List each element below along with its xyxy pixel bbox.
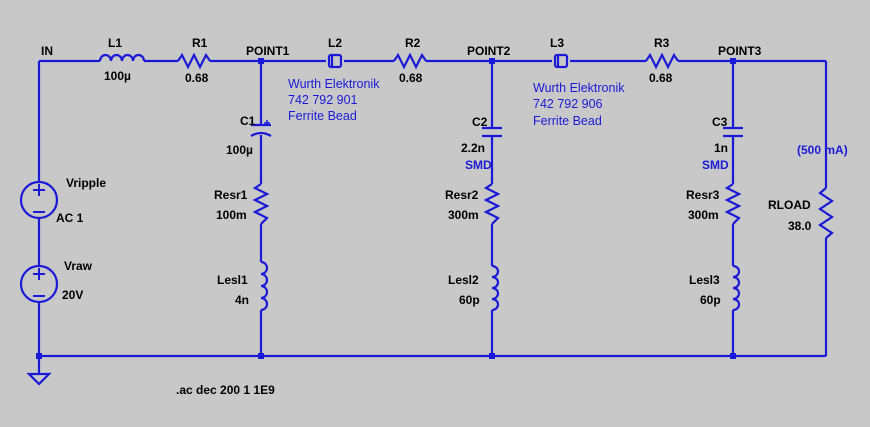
resr2-value: 300m [448, 208, 479, 222]
r2-value: 0.68 [399, 71, 423, 85]
resistor-resr3 [724, 183, 742, 225]
capacitor-c3 [723, 126, 743, 138]
wires [37, 59, 828, 374]
rload-current: (500 mA) [797, 143, 848, 157]
resistor-r1 [177, 52, 211, 70]
lesl2-name: Lesl2 [448, 273, 479, 287]
c3-tag: SMD [702, 158, 729, 172]
vraw-name: Vraw [64, 259, 93, 273]
l2-maker: Wurth Elektronik [288, 77, 380, 91]
resistor-rload [818, 187, 834, 239]
r1-name: R1 [192, 36, 208, 50]
c3-value: 1n [714, 141, 728, 155]
resr3-name: Resr3 [686, 188, 720, 202]
l3-name: L3 [550, 36, 564, 50]
inductor-lesl2 [491, 264, 500, 312]
resr2-name: Resr2 [445, 188, 479, 202]
resr1-value: 100m [216, 208, 247, 222]
node-label-point3: POINT3 [718, 44, 762, 58]
l2-type: Ferrite Bead [288, 109, 357, 123]
voltage-source-vripple [19, 180, 59, 220]
r1-value: 0.68 [185, 71, 209, 85]
lesl2-value: 60p [459, 293, 480, 307]
ferrite-bead-l3 [553, 53, 569, 69]
l1-name: L1 [108, 36, 122, 50]
inductor-l1 [98, 53, 146, 62]
resistor-r2 [393, 52, 427, 70]
rload-value: 38.0 [788, 219, 812, 233]
c2-value: 2.2n [461, 141, 485, 155]
resr1-name: Resr1 [214, 188, 248, 202]
resr3-value: 300m [688, 208, 719, 222]
node-label-point1: POINT1 [246, 44, 290, 58]
c1-value: 100µ [226, 143, 253, 157]
spice-directive: .ac dec 200 1 1E9 [176, 383, 275, 397]
inductor-lesl1 [260, 260, 269, 312]
resistor-r3 [645, 52, 679, 70]
resistor-resr1 [252, 183, 270, 225]
capacitor-c1 [250, 120, 272, 137]
resistor-resr2 [483, 183, 501, 225]
lesl3-value: 60p [700, 293, 721, 307]
r2-name: R2 [405, 36, 421, 50]
c2-tag: SMD [465, 158, 492, 172]
l2-part: 742 792 901 [288, 93, 358, 107]
c1-name: C1 [240, 114, 256, 128]
lesl3-name: Lesl3 [689, 273, 720, 287]
l1-value: 100µ [104, 69, 131, 83]
ground-symbol [26, 372, 52, 386]
c2-name: C2 [472, 115, 488, 129]
inductor-lesl3 [732, 264, 741, 312]
vripple-value: AC 1 [56, 211, 84, 225]
ferrite-bead-l2 [327, 53, 343, 69]
node-label-in: IN [41, 44, 53, 58]
r3-name: R3 [654, 36, 670, 50]
vraw-value: 20V [62, 288, 83, 302]
vripple-name: Vripple [66, 176, 106, 190]
lesl1-value: 4n [235, 293, 249, 307]
l3-type: Ferrite Bead [533, 114, 602, 128]
rload-name: RLOAD [768, 198, 811, 212]
voltage-source-vraw [19, 264, 59, 304]
c3-name: C3 [712, 115, 728, 129]
junction-dots [36, 58, 736, 359]
l3-maker: Wurth Elektronik [533, 81, 625, 95]
node-label-point2: POINT2 [467, 44, 511, 58]
l3-part: 742 792 906 [533, 97, 603, 111]
lesl1-name: Lesl1 [217, 273, 248, 287]
l2-name: L2 [328, 36, 342, 50]
capacitor-c2 [482, 126, 502, 138]
r3-value: 0.68 [649, 71, 673, 85]
